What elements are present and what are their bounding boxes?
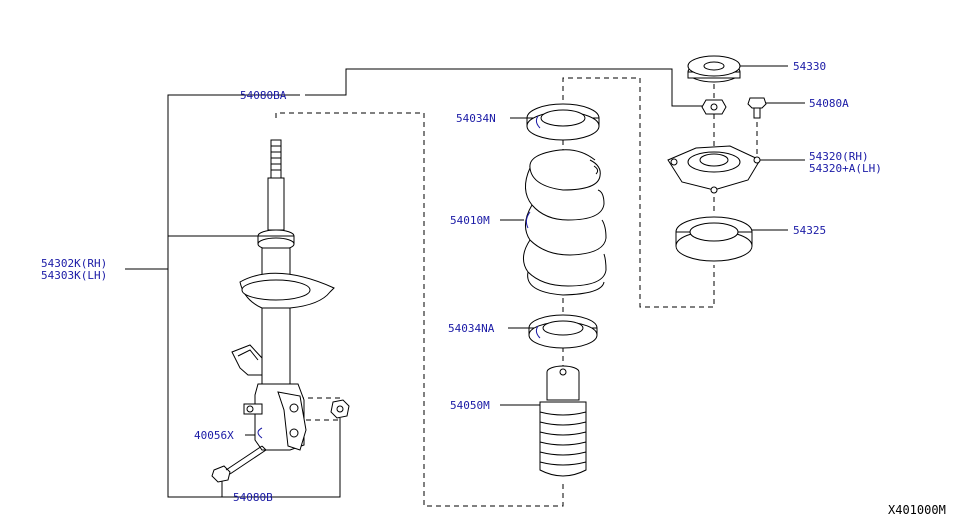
label-54330: 54330 bbox=[793, 60, 826, 73]
label-54080a: 54080A bbox=[809, 97, 849, 110]
label-54303k-lh: 54303K(LH) bbox=[41, 269, 107, 282]
mount-nut bbox=[701, 99, 727, 115]
strut-mount bbox=[667, 145, 761, 194]
label-54080b: 54080B bbox=[233, 491, 273, 504]
coil-spring bbox=[523, 149, 607, 296]
label-54050m: 54050M bbox=[450, 399, 490, 412]
upper-spring-seat bbox=[526, 103, 600, 141]
leader-lines bbox=[125, 65, 805, 507]
strut-assembly bbox=[211, 139, 350, 483]
label-54010m: 54010M bbox=[450, 214, 490, 227]
lower-spring-seat bbox=[528, 314, 598, 349]
diagram-reference: X401000M bbox=[888, 503, 946, 517]
label-54320a-lh: 54320+A(LH) bbox=[809, 162, 882, 175]
mount-bolt bbox=[747, 97, 767, 119]
label-54034n: 54034N bbox=[456, 112, 496, 125]
part-labels: 54330 54080A 54080BA 54034N 54320(RH) 54… bbox=[41, 60, 946, 517]
label-54320-rh: 54320(RH) bbox=[809, 150, 869, 163]
label-54325: 54325 bbox=[793, 224, 826, 237]
bound-bumper bbox=[539, 365, 587, 477]
label-54080ba: 54080BA bbox=[240, 89, 287, 102]
label-54302k-rh: 54302K(RH) bbox=[41, 257, 107, 270]
mount-bearing bbox=[675, 216, 753, 262]
label-54034na: 54034NA bbox=[448, 322, 495, 335]
label-40056x: 40056X bbox=[194, 429, 234, 442]
mount-cap bbox=[687, 55, 741, 83]
